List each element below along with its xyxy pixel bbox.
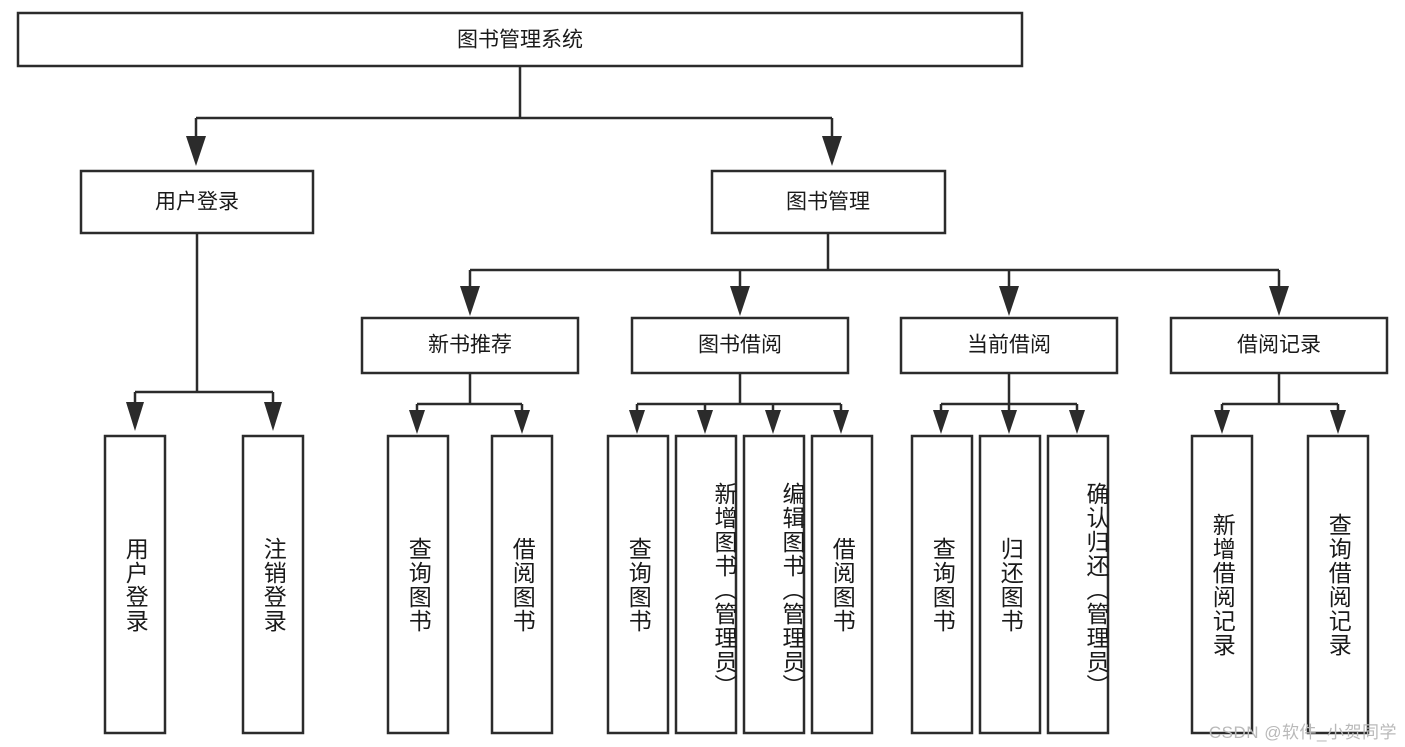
- arrow-book-borrow: [730, 286, 750, 316]
- arrow-leaf-logout: [264, 402, 282, 431]
- node-current-borrow[interactable]: 当前借阅: [899, 316, 1119, 375]
- arrow-new-book: [460, 286, 480, 316]
- arrow-bb-leaf-4: [833, 410, 849, 434]
- leaf-box-add-record[interactable]: [1190, 434, 1254, 735]
- arrow-nb-leaf-2: [514, 410, 530, 434]
- arrow-br-leaf-1: [1214, 410, 1230, 434]
- current-borrow-label: 当前借阅: [967, 334, 1051, 357]
- arrow-user-login: [186, 136, 206, 166]
- book-manage-box[interactable]: [710, 169, 947, 235]
- book-borrow-box[interactable]: [630, 316, 850, 375]
- borrow-record-box[interactable]: [1169, 316, 1389, 375]
- arrow-leaf-user-login: [126, 402, 144, 431]
- connector-root-to-level2: [186, 66, 842, 166]
- book-borrow-label: 图书借阅: [698, 334, 782, 357]
- borrow-record-label: 借阅记录: [1237, 334, 1321, 357]
- connector-book-manage-to-level3: [460, 233, 1289, 316]
- node-root[interactable]: 图书管理系统: [16, 11, 1024, 68]
- leaf-box-return-book[interactable]: [978, 434, 1042, 735]
- arrow-cb-leaf-3: [1069, 410, 1085, 434]
- csdn-watermark: CSDN @软件_小贺同学: [1208, 723, 1397, 742]
- arrow-br-leaf-2: [1330, 410, 1346, 434]
- arrow-cb-leaf-1: [933, 410, 949, 434]
- current-borrow-box[interactable]: [899, 316, 1119, 375]
- node-book-manage[interactable]: 图书管理: [710, 169, 947, 235]
- arrow-bb-leaf-3: [765, 410, 781, 434]
- leaf-box-borrow-book-1[interactable]: [490, 434, 554, 735]
- user-login-label: 用户登录: [155, 191, 239, 214]
- node-book-borrow[interactable]: 图书借阅: [630, 316, 850, 375]
- book-manage-label: 图书管理: [786, 191, 870, 214]
- connector-borrow-record-to-leaves: [1214, 373, 1346, 434]
- arrow-bb-leaf-2: [697, 410, 713, 434]
- leaf-box-edit-book[interactable]: [742, 434, 806, 735]
- connector-current-borrow-to-leaves: [933, 373, 1085, 434]
- arrow-current-borrow: [999, 286, 1019, 316]
- arrow-borrow-record: [1269, 286, 1289, 316]
- root-label: 图书管理系统: [457, 29, 583, 52]
- node-borrow-record[interactable]: 借阅记录: [1169, 316, 1389, 375]
- node-new-book-recommend[interactable]: 新书推荐: [360, 316, 580, 375]
- leaf-box-query-book-3[interactable]: [910, 434, 974, 735]
- connector-new-book-to-leaves: [409, 373, 530, 434]
- root-box[interactable]: [16, 11, 1024, 68]
- arrow-book-manage: [822, 136, 842, 166]
- connector-user-login-to-leaves: [126, 233, 282, 431]
- node-user-login[interactable]: 用户登录: [79, 169, 315, 235]
- arrow-nb-leaf-1: [409, 410, 425, 434]
- leaf-box-add-book[interactable]: [674, 434, 738, 735]
- new-book-recommend-label: 新书推荐: [428, 334, 512, 357]
- connector-book-borrow-to-leaves: [629, 373, 849, 434]
- new-book-recommend-box[interactable]: [360, 316, 580, 375]
- leaf-box-query-book-1[interactable]: [386, 434, 450, 735]
- leaf-box-borrow-book-2[interactable]: [810, 434, 874, 735]
- leaf-box-user-login[interactable]: [103, 434, 167, 735]
- leaf-box-confirm-return[interactable]: [1046, 434, 1110, 735]
- leaf-box-query-record[interactable]: [1306, 434, 1370, 735]
- leaf-box-logout-login[interactable]: [241, 434, 305, 735]
- arrow-bb-leaf-1: [629, 410, 645, 434]
- arrow-cb-leaf-2: [1001, 410, 1017, 434]
- leaf-box-query-book-2[interactable]: [606, 434, 670, 735]
